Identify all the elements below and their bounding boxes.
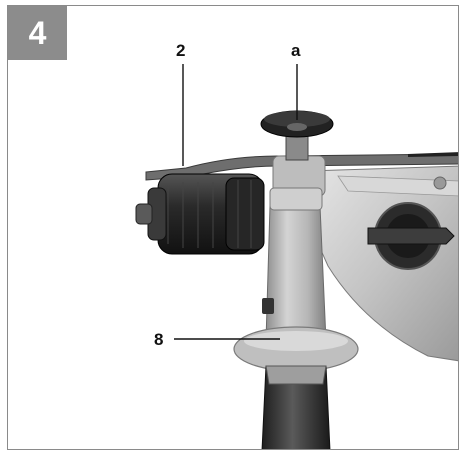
drill-photo xyxy=(135,64,458,449)
figure-frame: 4 xyxy=(7,5,459,450)
figure-number-badge: 4 xyxy=(8,6,67,60)
drill-chuck xyxy=(135,173,265,255)
auxiliary-handle-shaft xyxy=(265,205,327,342)
callout-8-label: 8 xyxy=(154,330,164,349)
callout-a-label: a xyxy=(291,41,301,60)
callout-2-label: 2 xyxy=(176,41,186,60)
mode-selector-dial xyxy=(367,202,455,270)
